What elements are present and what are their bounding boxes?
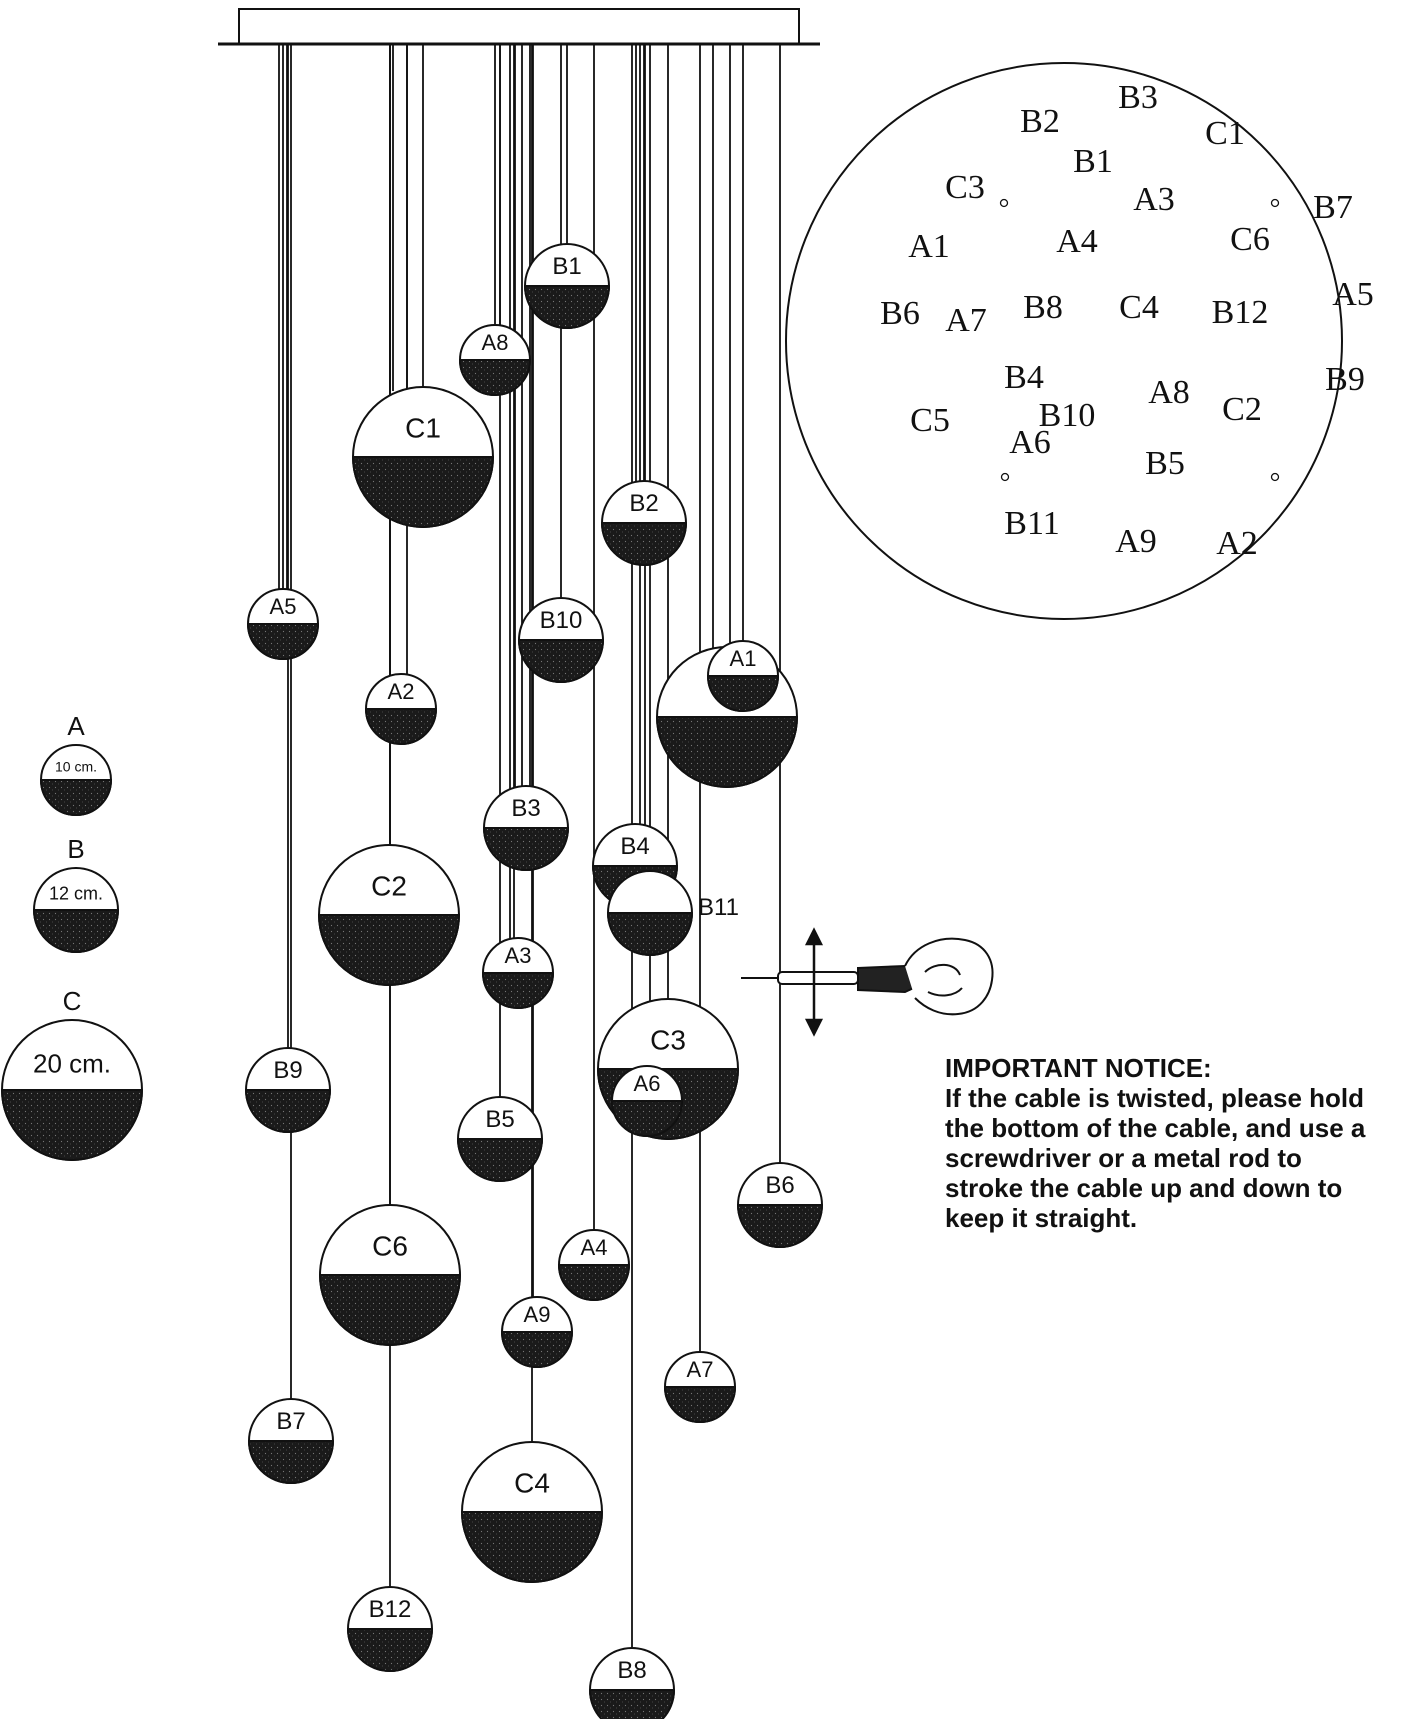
legend-letter-b: B — [67, 834, 84, 864]
pendant-ball-b6: B6 — [736, 1162, 824, 1248]
pendant-ball-b12: B12 — [346, 1586, 434, 1672]
pendant-ball-a7: A7 — [663, 1351, 737, 1423]
legend-dimension-c: 20 cm. — [33, 1049, 111, 1079]
canopy-position-b5: B5 — [1145, 445, 1185, 482]
pendant-label-b1: B1 — [552, 253, 581, 280]
canopy-position-b10: B10 — [1039, 397, 1096, 434]
canopy-position-a9: A9 — [1115, 523, 1157, 560]
canopy-position-c6: C6 — [1230, 221, 1270, 258]
ceiling-canopy — [218, 8, 820, 46]
pendant-label-b3: B3 — [511, 795, 540, 822]
canopy-position-a2: A2 — [1216, 525, 1258, 562]
screwdriver-hand-icon — [741, 937, 994, 1016]
pendant-ball-b3: B3 — [482, 785, 570, 871]
pendant-label-c1: C1 — [405, 412, 441, 443]
pendant-ball-b8: B8 — [588, 1647, 676, 1719]
pendant-ball-b11: B11 — [606, 870, 739, 956]
pendant-ball-a2: A2 — [364, 673, 438, 745]
canopy-position-c2: C2 — [1222, 391, 1262, 428]
canopy-position-b3: B3 — [1118, 79, 1158, 116]
canopy-position-c4: C4 — [1119, 289, 1159, 326]
pendant-ball-c6: C6 — [318, 1204, 462, 1346]
pendant-label-b6: B6 — [765, 1172, 794, 1199]
canopy-position-b12: B12 — [1212, 294, 1269, 331]
pendant-ball-a1: A1 — [706, 640, 780, 712]
pendant-ball-a8: A8 — [458, 324, 532, 396]
pendant-ball-a6: A6 — [610, 1065, 684, 1137]
canopy-position-a5: A5 — [1332, 276, 1374, 313]
canopy-position-b7: B7 — [1313, 189, 1353, 226]
pendant-label-a1: A1 — [730, 646, 757, 671]
pendant-label-b5: B5 — [485, 1106, 514, 1133]
pendant-label-a6: A6 — [634, 1071, 661, 1096]
legend-letter-c: C — [63, 986, 82, 1016]
pendant-ball-b10: B10 — [517, 597, 605, 683]
canopy-position-a4: A4 — [1056, 223, 1098, 260]
pendant-label-b4: B4 — [620, 833, 649, 860]
pendant-ball-a4: A4 — [557, 1229, 631, 1301]
size-legend: A 10 cm. B 12 cm. C 20 cm. — [0, 711, 144, 1161]
pendant-ball-c4: C4 — [460, 1441, 604, 1583]
pendant-label-a8: A8 — [482, 330, 509, 355]
pendant-ball-c2: C2 — [317, 844, 461, 986]
canopy-position-a1: A1 — [908, 228, 950, 265]
pendant-ball-b1: B1 — [523, 243, 611, 329]
pendant-ball-b7: B7 — [247, 1398, 335, 1484]
pendant-label-b12: B12 — [369, 1596, 412, 1623]
pendant-label-c3: C3 — [650, 1024, 686, 1055]
legend-item-b: B 12 cm. — [32, 834, 120, 953]
pendant-label-b2: B2 — [629, 490, 658, 517]
canopy-position-b6: B6 — [880, 295, 920, 332]
pendant-label-b11: B11 — [698, 894, 739, 921]
pendant-label-c6: C6 — [372, 1230, 408, 1261]
notice-title: IMPORTANT NOTICE: — [945, 1053, 1212, 1083]
pendant-ball-a9: A9 — [500, 1296, 574, 1368]
canopy-position-b2: B2 — [1020, 103, 1060, 140]
pendant-label-a7: A7 — [687, 1357, 714, 1382]
canopy-position-b9: B9 — [1325, 361, 1365, 398]
pendant-label-c4: C4 — [514, 1467, 550, 1498]
legend-dimension-b: 12 cm. — [49, 884, 103, 904]
pendant-ball-b9: B9 — [244, 1047, 332, 1133]
legend-dimension-a: 10 cm. — [55, 758, 97, 774]
pendant-label-a3: A3 — [505, 943, 532, 968]
canopy-position-c5: C5 — [910, 402, 950, 439]
canopy-position-c1: C1 — [1205, 115, 1245, 152]
canopy-position-a7: A7 — [945, 302, 987, 339]
up-down-arrow-icon — [804, 927, 824, 1037]
canopy-position-b1: B1 — [1073, 143, 1113, 180]
pendant-label-a9: A9 — [524, 1302, 551, 1327]
pendant-ball-b2: B2 — [600, 480, 688, 566]
pendant-label-b8: B8 — [617, 1657, 646, 1684]
pendant-label-c2: C2 — [371, 870, 407, 901]
pendant-ball-a5: A5 — [246, 588, 320, 660]
pendant-ball-a3: A3 — [481, 937, 555, 1009]
canopy-position-c3: C3 — [945, 169, 985, 206]
pendant-label-b7: B7 — [276, 1408, 305, 1435]
pendant-label-a2: A2 — [388, 679, 415, 704]
canopy-position-a8: A8 — [1148, 374, 1190, 411]
pendant-balls: C1C5C2C3C6C4B1B2B10B3B4B11B9B5B6B7B12B8A… — [244, 243, 824, 1719]
important-notice: IMPORTANT NOTICE: If the cable is twiste… — [945, 1053, 1385, 1233]
pendant-label-a5: A5 — [270, 594, 297, 619]
canopy-position-b8: B8 — [1023, 289, 1063, 326]
pendant-label-b9: B9 — [273, 1057, 302, 1084]
pendant-ball-c1: C1 — [351, 386, 495, 528]
legend-letter-a: A — [67, 711, 85, 741]
pendant-ball-b5: B5 — [456, 1096, 544, 1182]
pendant-label-a4: A4 — [581, 1235, 608, 1260]
pendant-label-b10: B10 — [540, 607, 583, 634]
canopy-position-a6: A6 — [1009, 424, 1051, 461]
legend-item-a: A 10 cm. — [39, 711, 113, 816]
canopy-position-b4: B4 — [1004, 359, 1044, 396]
legend-item-c: C 20 cm. — [0, 986, 144, 1161]
canopy-position-a3: A3 — [1133, 181, 1175, 218]
canopy-position-b11: B11 — [1004, 505, 1059, 542]
notice-body: If the cable is twisted, please hold the… — [945, 1083, 1366, 1233]
